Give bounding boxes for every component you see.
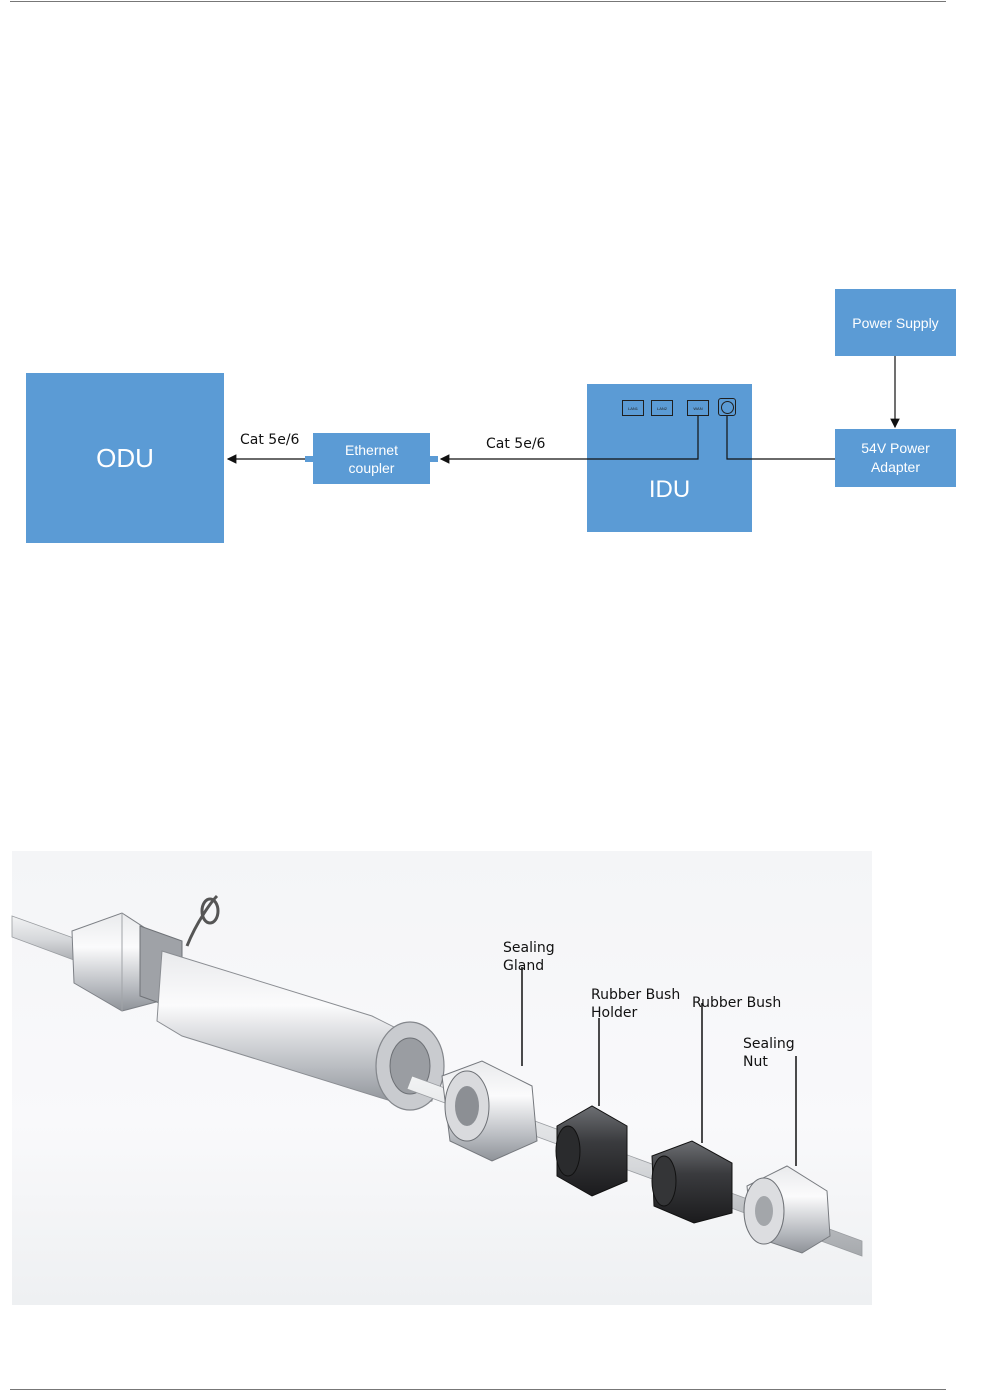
- sealing-nut-part: [744, 1166, 830, 1253]
- callout-rubber-bush-holder: Rubber Bush Holder: [591, 986, 680, 1022]
- cable-left: [12, 916, 82, 963]
- power-cable: [727, 416, 835, 459]
- exploded-view-drawing: [12, 851, 872, 1305]
- rubber-bush-part: [652, 1141, 732, 1223]
- cable-gland-exploded-view: [12, 851, 872, 1305]
- coupler-port-left: [305, 456, 313, 462]
- sealing-gland-part: [442, 1061, 537, 1161]
- coupler-port-right: [430, 456, 438, 462]
- cable-label-left: Cat 5e/6: [240, 432, 299, 448]
- cable-label-right: Cat 5e/6: [486, 436, 545, 452]
- rubber-bush-holder-part: [556, 1106, 627, 1196]
- callout-sealing-nut: Sealing Nut: [743, 1035, 795, 1071]
- callout-sealing-gland: Sealing Gland: [503, 939, 555, 975]
- callout-rubber-bush: Rubber Bush: [692, 994, 781, 1012]
- cable-from-wan: [441, 416, 698, 459]
- coupler-body: [157, 896, 444, 1110]
